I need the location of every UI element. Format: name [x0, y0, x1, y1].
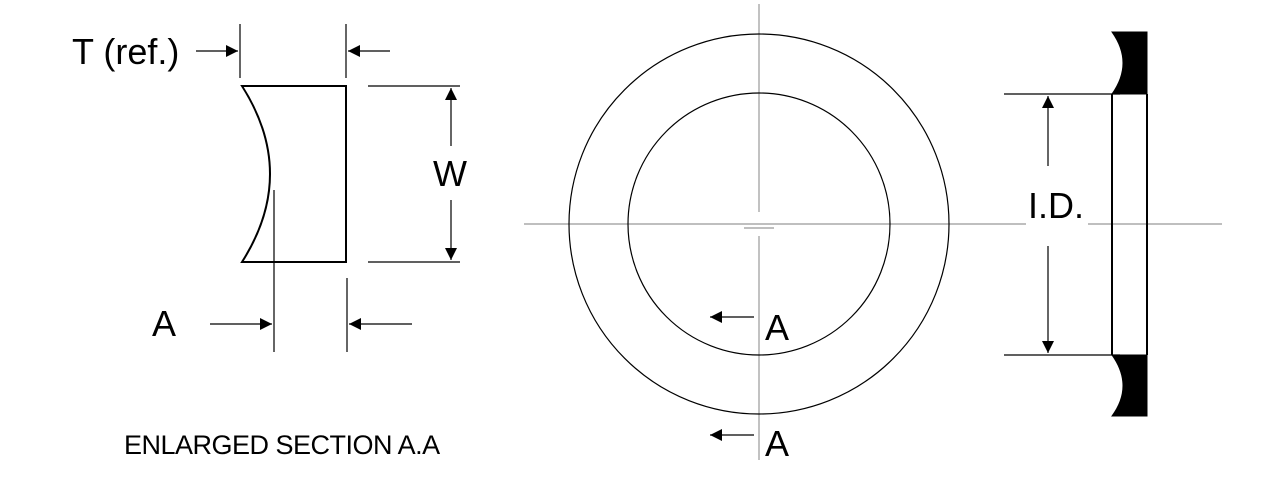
enlarged-section-view: T (ref.) W A ENLARGED SECTION A.A	[72, 24, 467, 460]
ring-front-view: A A	[524, 4, 1222, 464]
ring-inner-circle	[627, 92, 891, 356]
section-marker-left-label: A	[152, 303, 176, 344]
inner-diameter-label: I.D.	[1028, 185, 1084, 226]
thickness-label: T (ref.)	[72, 31, 179, 72]
side-section-top	[1111, 31, 1148, 95]
side-section-bottom	[1111, 354, 1148, 417]
ring-outer-circle	[568, 33, 950, 415]
width-label: W	[433, 153, 467, 194]
section-profile	[240, 85, 347, 263]
section-marker-upper-label: A	[765, 307, 789, 348]
section-caption: ENLARGED SECTION A.A	[124, 430, 440, 460]
section-marker-lower-label: A	[765, 423, 789, 464]
ring-side-view: I.D.	[1004, 31, 1148, 417]
